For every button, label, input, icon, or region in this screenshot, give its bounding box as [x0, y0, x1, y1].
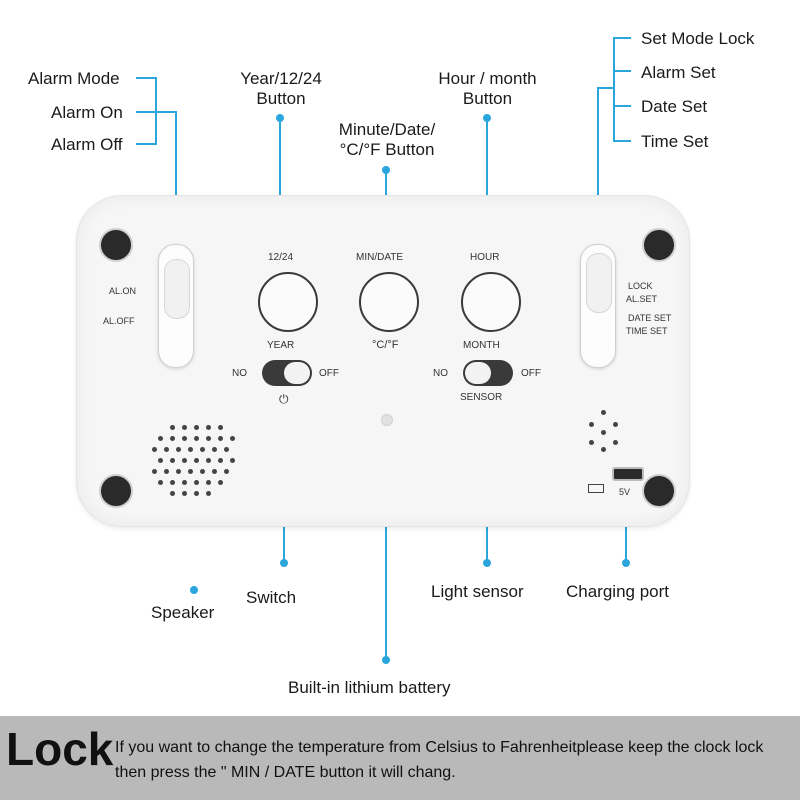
light-sensor-switch[interactable]: [463, 360, 513, 386]
label-date-set: Date Set: [641, 97, 708, 116]
month-label: MONTH: [463, 340, 500, 351]
label-set-mode-lock: Set Mode Lock: [641, 29, 755, 48]
footer-title: Lock: [6, 723, 114, 775]
lock-label: LOCK: [628, 281, 653, 291]
label-alarm-on: Alarm On: [51, 103, 123, 122]
btn-hour-label: HOUR: [470, 252, 500, 263]
usb-port[interactable]: [612, 467, 644, 481]
year-label: YEAR: [267, 340, 295, 351]
light-sensor-switch-knob[interactable]: [465, 362, 491, 384]
mount-hole-bottom-right: [642, 474, 676, 508]
label-switch: Switch: [246, 588, 297, 607]
power-icon: ⏻: [279, 392, 289, 406]
btn-min-date-label: MIN/DATE: [356, 252, 404, 263]
min-date-button[interactable]: [359, 272, 419, 332]
label-min-date-button: Minute/Date/°C/°F Button: [338, 120, 436, 159]
label-alarm-mode: Alarm Mode: [28, 69, 120, 88]
sensor-off-label: OFF: [521, 368, 541, 379]
power-switch-knob[interactable]: [284, 362, 310, 384]
footer-banner: [0, 716, 800, 800]
battery-icon: [588, 484, 604, 493]
mount-hole-top-right: [642, 228, 676, 262]
alarm-slider-knob[interactable]: [164, 259, 190, 319]
celsius-f-label: °C/°F: [372, 339, 399, 351]
power-switch[interactable]: [262, 360, 312, 386]
switch-no-label: NO: [232, 368, 247, 379]
battery-indicator: [381, 414, 393, 426]
alarm-mode-slider[interactable]: [158, 244, 194, 368]
sensor-label: SENSOR: [460, 392, 503, 403]
hour-month-button[interactable]: [461, 272, 521, 332]
year-12-24-button[interactable]: [258, 272, 318, 332]
al-set-label: AL.SET: [626, 294, 658, 304]
label-speaker: Speaker: [151, 603, 215, 622]
al-on-label: AL.ON: [109, 286, 137, 296]
footer-text: If you want to change the temperature fr…: [115, 739, 764, 781]
date-set-label: DATE SET: [628, 313, 672, 323]
time-set-label: TIME SET: [626, 326, 668, 336]
label-battery: Built-in lithium battery: [288, 678, 451, 697]
set-mode-slider-knob[interactable]: [586, 253, 612, 313]
port-5v-label: 5V: [619, 487, 631, 497]
label-time-set: Time Set: [641, 132, 709, 151]
label-light-sensor: Light sensor: [431, 582, 524, 601]
switch-off-label: OFF: [319, 368, 339, 379]
sensor-no-label: NO: [433, 368, 448, 379]
set-mode-slider[interactable]: [580, 244, 616, 368]
speaker-grille: [150, 425, 238, 501]
label-charging-port: Charging port: [566, 582, 670, 601]
label-alarm-set: Alarm Set: [641, 63, 716, 82]
mount-hole-top-left: [99, 228, 133, 262]
mount-hole-bottom-left: [99, 474, 133, 508]
al-off-label: AL.OFF: [103, 316, 135, 326]
label-alarm-off: Alarm Off: [51, 135, 123, 154]
btn-12-24-label: 12/24: [268, 252, 294, 263]
